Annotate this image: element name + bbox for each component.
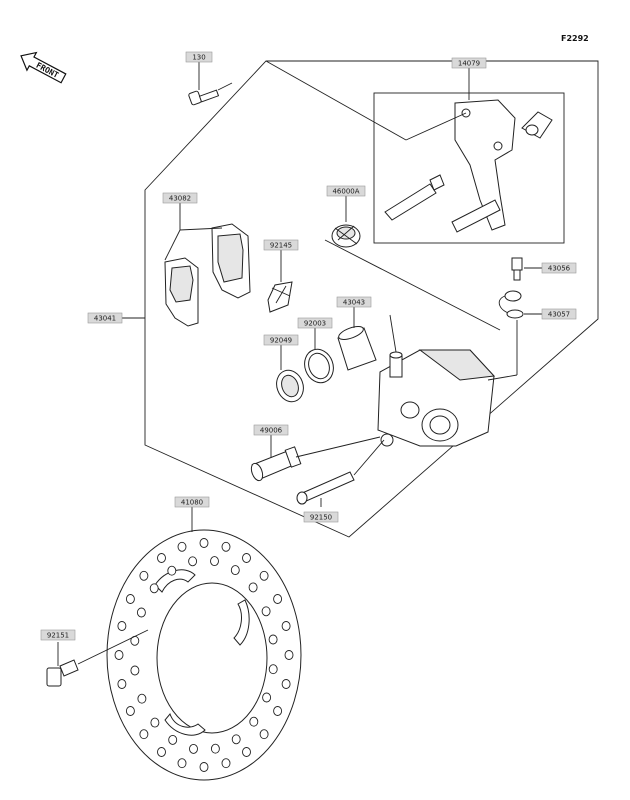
disc-hole <box>189 743 198 754</box>
caliper-body[interactable] <box>377 349 496 447</box>
slide-boot[interactable] <box>331 224 361 248</box>
disc-hole <box>149 583 159 594</box>
svg-text:43057: 43057 <box>548 311 570 319</box>
svg-text:92151: 92151 <box>47 632 69 640</box>
disc-hole <box>284 650 294 660</box>
pad-spring[interactable] <box>267 281 293 313</box>
caliper-bolt[interactable] <box>296 471 355 505</box>
svg-text:92003: 92003 <box>304 320 326 328</box>
disc-hole <box>268 634 278 645</box>
disc-hole <box>210 743 220 754</box>
brake-disc[interactable] <box>106 529 302 781</box>
disc-hole <box>248 582 258 593</box>
disc-hole <box>230 565 240 576</box>
disc-bolt[interactable] <box>46 629 149 687</box>
disc-hole <box>177 541 187 552</box>
front-arrow-icon: FRONT <box>20 51 67 84</box>
svg-text:130: 130 <box>192 54 205 62</box>
disc-hole <box>281 621 291 631</box>
label-92150: 92150 <box>303 511 339 523</box>
svg-text:46000A: 46000A <box>332 188 359 196</box>
disc-hole <box>117 679 127 689</box>
label-49006: 49006 <box>253 424 289 436</box>
svg-text:43041: 43041 <box>94 315 116 323</box>
caliper-bracket[interactable] <box>384 99 553 233</box>
disc-hole <box>130 665 140 676</box>
disc-hole <box>117 621 127 631</box>
disc-hole <box>259 570 269 581</box>
label-43082: 43082 <box>162 192 198 204</box>
disc-hole <box>125 706 135 716</box>
disc-hole <box>199 538 209 548</box>
svg-text:43056: 43056 <box>548 265 571 273</box>
disc-hole <box>273 594 283 604</box>
label-41080: 41080 <box>174 496 210 508</box>
label-92003: 92003 <box>297 317 333 329</box>
svg-text:92150: 92150 <box>310 514 332 522</box>
disc-hole <box>137 693 147 704</box>
disc-hole <box>139 570 149 581</box>
svg-text:92145: 92145 <box>270 242 292 250</box>
disc-hole <box>125 594 135 604</box>
svg-text:92049: 92049 <box>270 337 292 345</box>
disc-holes <box>114 538 294 772</box>
svg-text:43082: 43082 <box>169 195 191 203</box>
label-14079: 14079 <box>451 57 487 69</box>
disc-hole <box>273 706 283 716</box>
svg-text:43043: 43043 <box>343 299 365 307</box>
leader-bolt-path <box>265 60 407 141</box>
label-92049: 92049 <box>263 334 299 346</box>
disc-hole <box>262 692 272 703</box>
disc-hole <box>199 762 209 772</box>
label-92145: 92145 <box>263 239 299 251</box>
bleeder-valve[interactable] <box>511 257 523 281</box>
disc-hole <box>231 734 241 745</box>
bolt-130[interactable] <box>188 82 233 106</box>
disc-hole <box>281 679 291 689</box>
svg-text:14079: 14079 <box>458 60 480 68</box>
label-46000A: 46000A <box>326 185 366 197</box>
svg-text:41080: 41080 <box>181 499 203 507</box>
disc-hole <box>221 758 231 769</box>
disc-hole <box>242 553 251 563</box>
bleeder-cap[interactable] <box>498 290 524 319</box>
label-92151: 92151 <box>40 629 76 641</box>
svg-text:49006: 49006 <box>260 427 283 435</box>
disc-hole <box>150 717 160 728</box>
caliper-pin[interactable] <box>249 446 302 482</box>
disc-hole <box>167 565 177 576</box>
label-43043: 43043 <box>336 296 372 308</box>
disc-hole <box>221 541 231 552</box>
brake-pads[interactable] <box>164 223 251 327</box>
disc-hole <box>249 716 259 727</box>
disc-hole <box>136 607 146 618</box>
disc-hole <box>177 758 187 769</box>
label-43056: 43056 <box>541 262 577 274</box>
disc-hole <box>168 734 178 745</box>
label-43041: 43041 <box>87 312 123 324</box>
disc-hole <box>188 556 198 567</box>
disc-hole <box>259 729 269 740</box>
disc-hole <box>139 729 149 740</box>
leader-43082 <box>179 203 223 231</box>
figure-code: F2292 <box>561 34 589 43</box>
disc-hole <box>210 556 219 567</box>
disc-hole <box>114 650 124 660</box>
label-130: 130 <box>185 51 213 63</box>
label-43057: 43057 <box>541 308 577 320</box>
caliper-piston[interactable] <box>337 324 377 371</box>
disc-hole <box>261 606 271 617</box>
piston-seal[interactable] <box>300 345 338 387</box>
disc-hole <box>157 747 166 757</box>
dust-seal[interactable] <box>272 367 307 406</box>
disc-hole <box>242 747 251 757</box>
disc-hole <box>268 664 278 675</box>
disc-hole <box>157 553 166 563</box>
